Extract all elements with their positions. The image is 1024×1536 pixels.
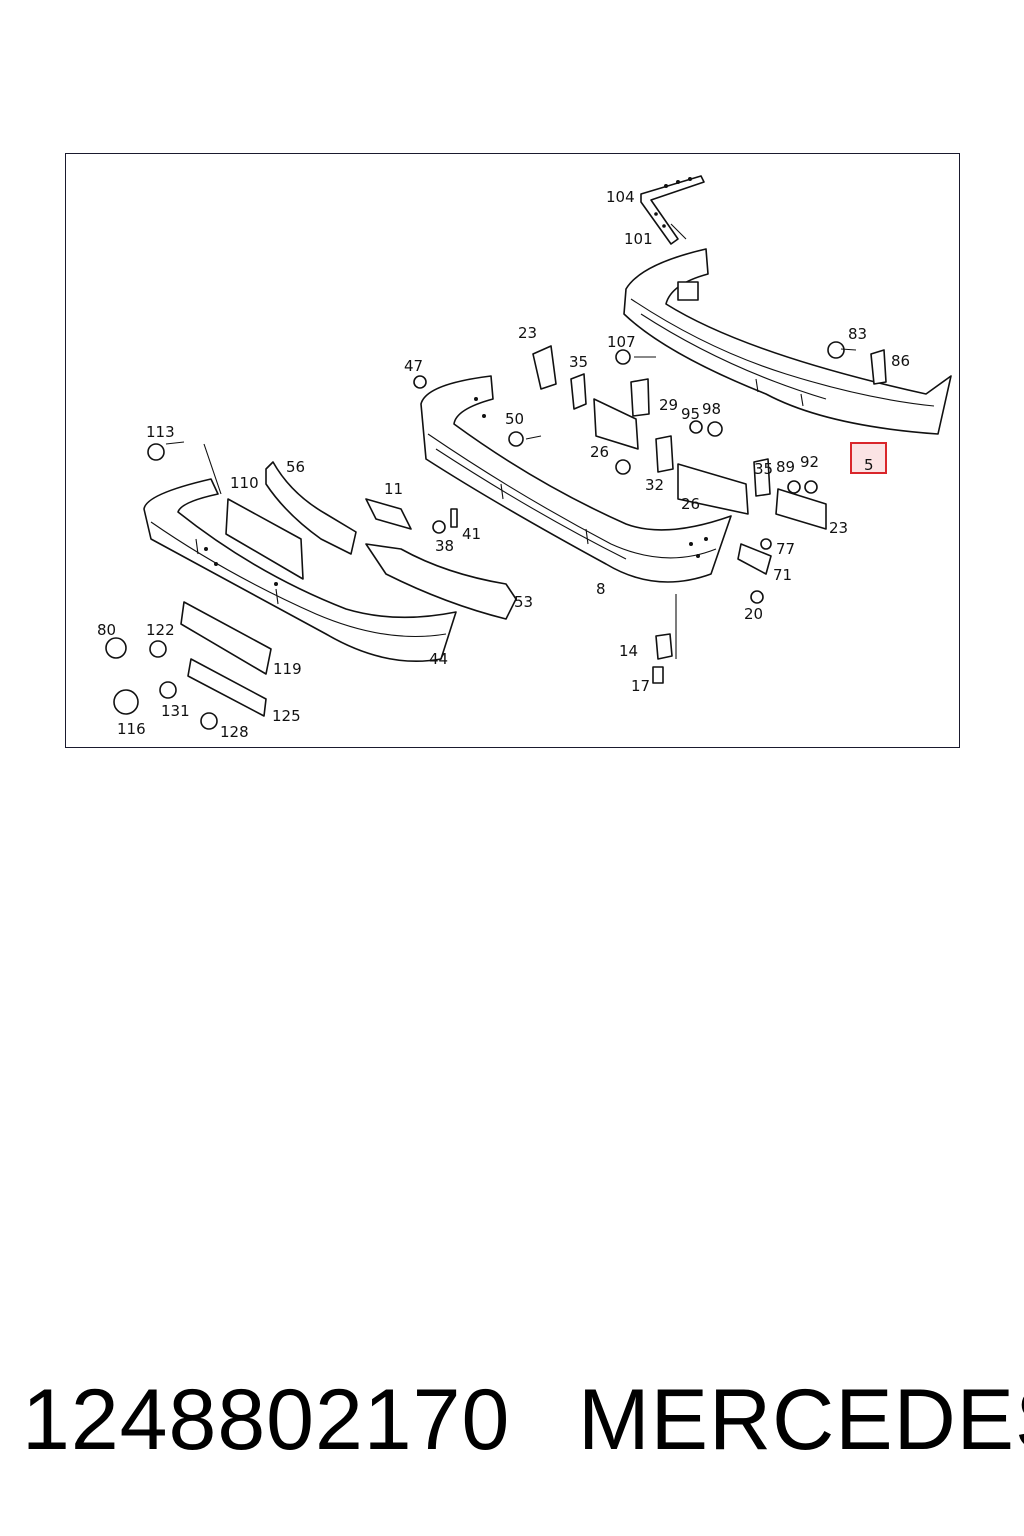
callout-8: 8 <box>596 580 606 598</box>
callout-32: 32 <box>645 476 664 494</box>
callout-107: 107 <box>607 333 636 351</box>
small-parts <box>105 341 887 730</box>
parts-diagram: 104 101 83 86 23 107 35 47 29 95 98 50 2… <box>65 153 960 748</box>
callout-14: 14 <box>619 642 638 660</box>
strip-125 <box>187 658 267 717</box>
callout-86: 86 <box>891 352 910 370</box>
callout-26b: 26 <box>681 495 700 513</box>
leader-lines <box>165 223 857 659</box>
callout-113: 113 <box>146 423 175 441</box>
callout-23: 23 <box>518 324 537 342</box>
callout-95: 95 <box>681 405 700 423</box>
middle-bumper-part <box>420 375 732 583</box>
callout-11: 11 <box>384 480 403 498</box>
callout-125: 125 <box>272 707 301 725</box>
callout-56: 56 <box>286 458 305 476</box>
callout-98: 98 <box>702 400 721 418</box>
callout-122: 122 <box>146 621 175 639</box>
callout-17: 17 <box>631 677 650 695</box>
callout-77: 77 <box>776 540 795 558</box>
bracket-119 <box>180 601 272 675</box>
callout-116: 116 <box>117 720 146 738</box>
callout-89: 89 <box>776 458 795 476</box>
callout-119: 119 <box>273 660 302 678</box>
callout-47: 47 <box>404 357 423 375</box>
callout-26: 26 <box>590 443 609 461</box>
trim-strip-56 <box>265 461 517 620</box>
callout-101: 101 <box>624 230 653 248</box>
callout-110: 110 <box>230 474 259 492</box>
callout-104: 104 <box>606 188 635 206</box>
trim-strip-104 <box>640 175 705 245</box>
callout-35: 35 <box>569 353 588 371</box>
callout-44: 44 <box>429 650 448 668</box>
callout-128: 128 <box>220 723 249 741</box>
callout-29: 29 <box>659 396 678 414</box>
callout-20: 20 <box>744 605 763 623</box>
callout-5-highlighted: 5 <box>864 456 874 474</box>
callout-35b: 35 <box>754 460 773 478</box>
callout-83: 83 <box>848 325 867 343</box>
plate-110 <box>225 498 304 580</box>
callout-38: 38 <box>435 537 454 555</box>
callout-labels: 104 101 83 86 23 107 35 47 29 95 98 50 2… <box>97 188 910 741</box>
callout-50: 50 <box>505 410 524 428</box>
callout-71: 71 <box>773 566 792 584</box>
callout-92: 92 <box>800 453 819 471</box>
highlight-box <box>850 442 887 474</box>
part-number: 1248802170 <box>22 1372 511 1468</box>
brand-name: MERCEDES <box>578 1372 1024 1468</box>
callout-80: 80 <box>97 621 116 639</box>
callout-53: 53 <box>514 593 533 611</box>
callout-41: 41 <box>462 525 481 543</box>
footer: 1248802170 MERCEDES <box>0 1370 1024 1470</box>
upper-bumper-part <box>623 248 952 435</box>
bumper-exploded-view: 104 101 83 86 23 107 35 47 29 95 98 50 2… <box>97 175 952 741</box>
callout-131: 131 <box>161 702 190 720</box>
callout-23b: 23 <box>829 519 848 537</box>
lower-bumper-part <box>143 478 457 662</box>
